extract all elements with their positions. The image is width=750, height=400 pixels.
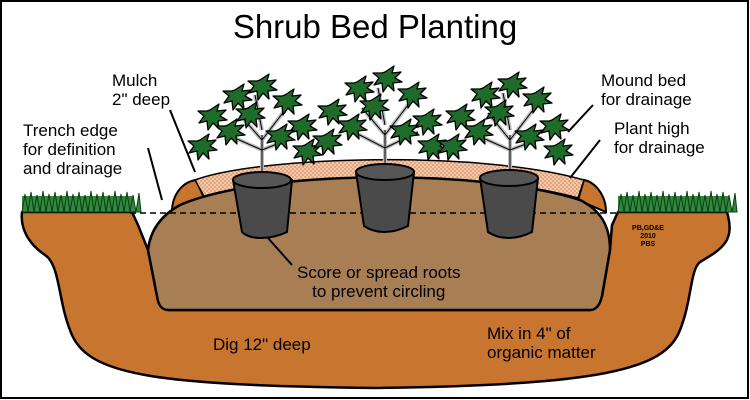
label-roots: Score or spread roots to prevent circlin… bbox=[297, 263, 460, 301]
label-roots-line-1: Score or spread roots bbox=[297, 263, 461, 282]
label-mix-line-1: Mix in 4" of bbox=[487, 324, 571, 343]
diagram-title: Shrub Bed Planting bbox=[232, 8, 518, 45]
credit-line-3: PBS bbox=[640, 241, 656, 248]
shrub-3-foliage bbox=[437, 71, 574, 175]
dig-soil bbox=[20, 210, 731, 390]
label-mound: Mound bed for drainage bbox=[601, 71, 692, 109]
grass-left bbox=[21, 190, 142, 213]
label-mound-line-2: for drainage bbox=[601, 90, 692, 109]
label-trench: Trench edge for definition and drainage bbox=[23, 121, 122, 178]
label-mound-line-1: Mound bed bbox=[601, 71, 687, 90]
shrub-2 bbox=[312, 65, 448, 233]
leader-roots bbox=[267, 237, 293, 266]
leader-trench bbox=[147, 147, 163, 201]
label-mix: Mix in 4" of organic matter bbox=[487, 324, 596, 362]
label-trench-line-1: Trench edge bbox=[23, 121, 118, 140]
leader-plant-high bbox=[569, 139, 601, 179]
credit-line-1: PB,GD&E bbox=[632, 225, 664, 232]
label-dig: Dig 12" deep bbox=[213, 335, 311, 354]
shrub-3 bbox=[437, 71, 574, 239]
label-roots-line-2: to prevent circling bbox=[312, 282, 446, 301]
shrub-1 bbox=[187, 73, 323, 239]
credit-line-2: 2010 bbox=[640, 233, 656, 240]
label-trench-line-3: and drainage bbox=[23, 159, 123, 178]
leader-mound bbox=[567, 104, 594, 133]
label-plant-high-line-1: Plant high bbox=[614, 119, 690, 138]
label-plant-high: Plant high for drainage bbox=[614, 119, 705, 157]
leader-mulch bbox=[169, 109, 196, 173]
label-mulch: Mulch 2" deep bbox=[112, 71, 170, 109]
credit-text: PB,GD&E 2010 PBS bbox=[630, 225, 666, 249]
label-mulch-line-1: Mulch bbox=[112, 71, 158, 90]
label-trench-line-2: for definition bbox=[23, 140, 116, 159]
shrub-1-foliage bbox=[187, 73, 323, 175]
label-plant-high-line-2: for drainage bbox=[614, 138, 705, 157]
label-mix-line-2: organic matter bbox=[487, 343, 596, 362]
label-mulch-line-2: 2" deep bbox=[112, 90, 171, 109]
grass-right bbox=[617, 190, 738, 213]
shrub-2-foliage bbox=[312, 65, 448, 170]
